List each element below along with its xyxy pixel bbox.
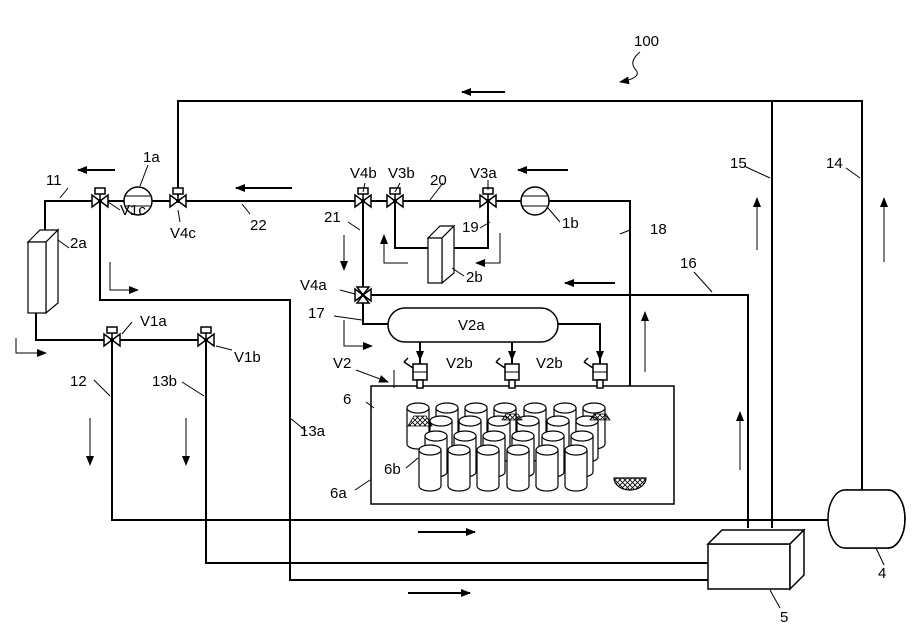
pipe-2a-out bbox=[36, 313, 210, 340]
label-100: 100 bbox=[634, 33, 659, 50]
label-18: 18 bbox=[650, 221, 667, 238]
label-v2b-1: V2b bbox=[446, 355, 473, 372]
label-v2b-2: V2b bbox=[536, 355, 563, 372]
box-5 bbox=[708, 530, 804, 589]
valve-v4c bbox=[170, 188, 186, 207]
heat-exchanger-2a bbox=[28, 230, 58, 313]
label-14: 14 bbox=[826, 155, 843, 172]
label-21: 21 bbox=[324, 209, 341, 226]
label-v2a: V2a bbox=[458, 317, 485, 334]
nozzle-v2b-2 bbox=[496, 358, 519, 388]
label-20: 20 bbox=[430, 172, 447, 189]
label-v3a: V3a bbox=[470, 165, 497, 182]
label-13a: 13a bbox=[300, 423, 326, 440]
label-22: 22 bbox=[250, 217, 267, 234]
label-4: 4 bbox=[878, 565, 886, 582]
pump-icon bbox=[521, 187, 549, 215]
label-1b: 1b bbox=[562, 215, 579, 232]
label-v1b: V1b bbox=[234, 349, 261, 366]
label-v3b: V3b bbox=[388, 165, 415, 182]
label-17: 17 bbox=[308, 305, 325, 322]
label-15: 15 bbox=[730, 155, 747, 172]
label-16: 16 bbox=[680, 255, 697, 272]
valve-v4a bbox=[355, 287, 371, 303]
heat-exchanger-2b bbox=[428, 226, 454, 283]
label-19: 19 bbox=[462, 219, 479, 236]
label-v1a: V1a bbox=[140, 313, 167, 330]
label-v4c: V4c bbox=[170, 225, 196, 242]
spray-3 bbox=[590, 414, 610, 420]
label-6b: 6b bbox=[384, 461, 401, 478]
label-1a: 1a bbox=[143, 149, 160, 166]
label-12: 12 bbox=[70, 373, 87, 390]
label-2b: 2b bbox=[466, 269, 483, 286]
label-6a: 6a bbox=[330, 485, 347, 502]
label-2a: 2a bbox=[70, 235, 87, 252]
label-13b: 13b bbox=[152, 373, 177, 390]
label-v2: V2 bbox=[333, 355, 351, 372]
label-5: 5 bbox=[780, 609, 788, 626]
pump-1b bbox=[521, 187, 549, 215]
label-11: 11 bbox=[46, 172, 62, 189]
label-6: 6 bbox=[343, 391, 351, 408]
label-v4b: V4b bbox=[350, 165, 377, 182]
label-v1c: V1c bbox=[120, 202, 146, 219]
manifold-branch-3 bbox=[558, 324, 600, 364]
heat-exchanger-icon bbox=[28, 242, 46, 313]
spray-2 bbox=[502, 414, 522, 420]
nozzle-v2b-1 bbox=[404, 358, 427, 388]
nozzle-v2b-3 bbox=[584, 358, 607, 388]
pipe-2b-loop-left bbox=[395, 201, 432, 248]
tank-4 bbox=[828, 490, 905, 548]
heat-exchanger-icon bbox=[428, 238, 442, 283]
label-v4a: V4a bbox=[300, 277, 327, 294]
